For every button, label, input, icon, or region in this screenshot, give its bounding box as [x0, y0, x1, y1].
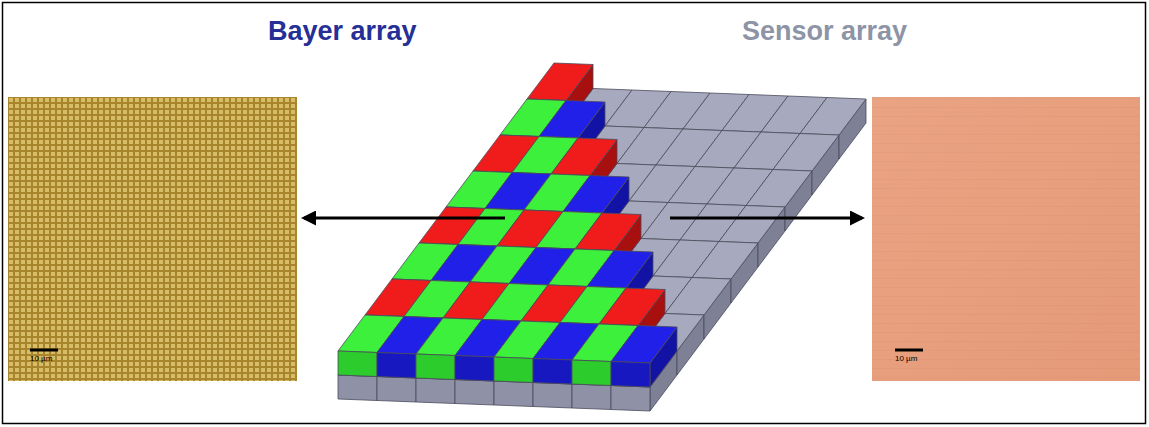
filter-front — [377, 353, 416, 379]
filter-front — [494, 357, 533, 383]
frame — [3, 3, 1146, 424]
scale-bar — [30, 349, 58, 352]
panel-title: Sensor array — [742, 16, 907, 47]
sensor-front — [377, 377, 416, 403]
sensor-front — [572, 384, 611, 410]
sensor-front — [455, 380, 494, 406]
sensor-front — [494, 381, 533, 407]
filter-top — [527, 63, 593, 101]
filter-front — [338, 351, 377, 377]
filter-top — [587, 251, 653, 289]
bayer-stack — [338, 63, 866, 411]
sensor-pixel — [665, 278, 731, 316]
filter-front — [533, 359, 572, 385]
filter-top — [551, 138, 617, 176]
filter-front — [611, 362, 650, 388]
panel-title: Bayer array — [268, 16, 417, 47]
filter-top — [575, 213, 641, 251]
filter-top — [563, 176, 629, 214]
sensor-front — [533, 383, 572, 409]
filter-top — [611, 326, 677, 364]
filter-top — [539, 101, 605, 139]
scale-label: 10 µm — [895, 354, 917, 363]
filter-front — [455, 356, 494, 382]
sensor-pixel — [800, 98, 866, 136]
scale-label: 10 µm — [30, 354, 52, 363]
sensor-front — [611, 386, 650, 412]
sensor-front — [416, 378, 455, 404]
sensor-pixel — [719, 206, 785, 244]
sensor-pixel — [692, 242, 758, 280]
filter-front — [572, 360, 611, 386]
sensor-front — [338, 375, 377, 401]
pointer-arrow — [304, 217, 505, 220]
filter-top — [599, 288, 665, 326]
sensor-pixel — [773, 134, 839, 172]
filter-front — [416, 354, 455, 380]
bayer-micrograph — [8, 97, 297, 381]
sensor-micrograph — [872, 97, 1140, 381]
pointer-arrow — [670, 217, 862, 220]
sensor-pixel — [746, 170, 812, 208]
scale-bar — [895, 349, 923, 352]
sensor-shading — [872, 97, 1140, 381]
